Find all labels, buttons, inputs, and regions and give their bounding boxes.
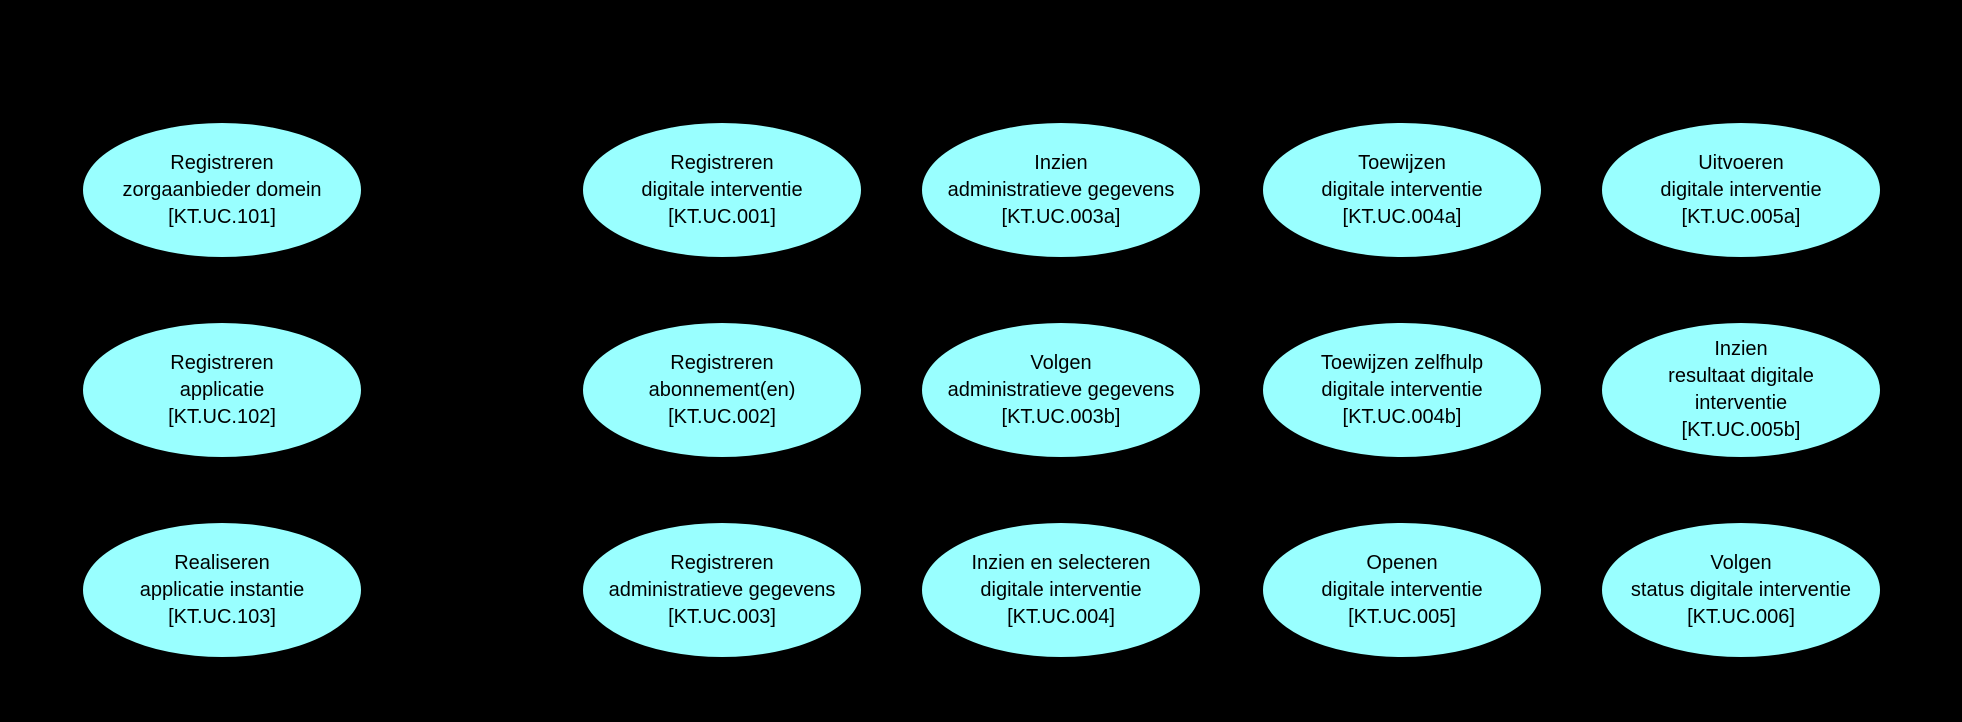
usecase-node: Registreren zorgaanbieder domein [KT.UC.…	[82, 122, 362, 258]
usecase-label: Toewijzen digitale interventie [KT.UC.00…	[1321, 151, 1483, 228]
usecase-node: Inzien resultaat digitale interventie [K…	[1601, 322, 1881, 458]
usecase-node: Realiseren applicatie instantie [KT.UC.1…	[82, 522, 362, 658]
usecase-node: Toewijzen digitale interventie [KT.UC.00…	[1262, 122, 1542, 258]
usecase-node: Volgen status digitale interventie [KT.U…	[1601, 522, 1881, 658]
usecase-label: Realiseren applicatie instantie [KT.UC.1…	[139, 551, 305, 628]
usecase-label: Registreren administratieve gegevens [KT…	[608, 551, 836, 628]
usecase-node: Registreren digitale interventie [KT.UC.…	[582, 122, 862, 258]
usecase-node: Toewijzen zelfhulp digitale interventie …	[1262, 322, 1542, 458]
usecase-node: Openen digitale interventie [KT.UC.005]	[1262, 522, 1542, 658]
usecase-node: Volgen administratieve gegevens [KT.UC.0…	[921, 322, 1201, 458]
usecase-label: Uitvoeren digitale interventie [KT.UC.00…	[1660, 151, 1822, 228]
usecase-label: Registreren digitale interventie [KT.UC.…	[641, 151, 803, 228]
usecase-label: Registreren abonnement(en) [KT.UC.002]	[648, 351, 796, 428]
usecase-node: Registreren administratieve gegevens [KT…	[582, 522, 862, 658]
usecase-node: Inzien en selecteren digitale interventi…	[921, 522, 1201, 658]
usecase-label: Volgen administratieve gegevens [KT.UC.0…	[947, 351, 1175, 428]
usecase-node: Registreren abonnement(en) [KT.UC.002]	[582, 322, 862, 458]
usecase-node: Uitvoeren digitale interventie [KT.UC.00…	[1601, 122, 1881, 258]
usecase-label: Openen digitale interventie [KT.UC.005]	[1321, 551, 1483, 628]
usecase-label: Registreren applicatie [KT.UC.102]	[168, 351, 276, 428]
usecase-label: Volgen status digitale interventie [KT.U…	[1630, 551, 1852, 628]
usecase-label: Inzien administratieve gegevens [KT.UC.0…	[947, 151, 1175, 228]
usecase-label: Toewijzen zelfhulp digitale interventie …	[1320, 351, 1484, 428]
usecase-node: Registreren applicatie [KT.UC.102]	[82, 322, 362, 458]
usecase-node: Inzien administratieve gegevens [KT.UC.0…	[921, 122, 1201, 258]
usecase-label: Registreren zorgaanbieder domein [KT.UC.…	[122, 151, 322, 228]
usecase-label: Inzien resultaat digitale interventie [K…	[1668, 338, 1814, 441]
usecase-label: Inzien en selecteren digitale interventi…	[971, 551, 1151, 628]
